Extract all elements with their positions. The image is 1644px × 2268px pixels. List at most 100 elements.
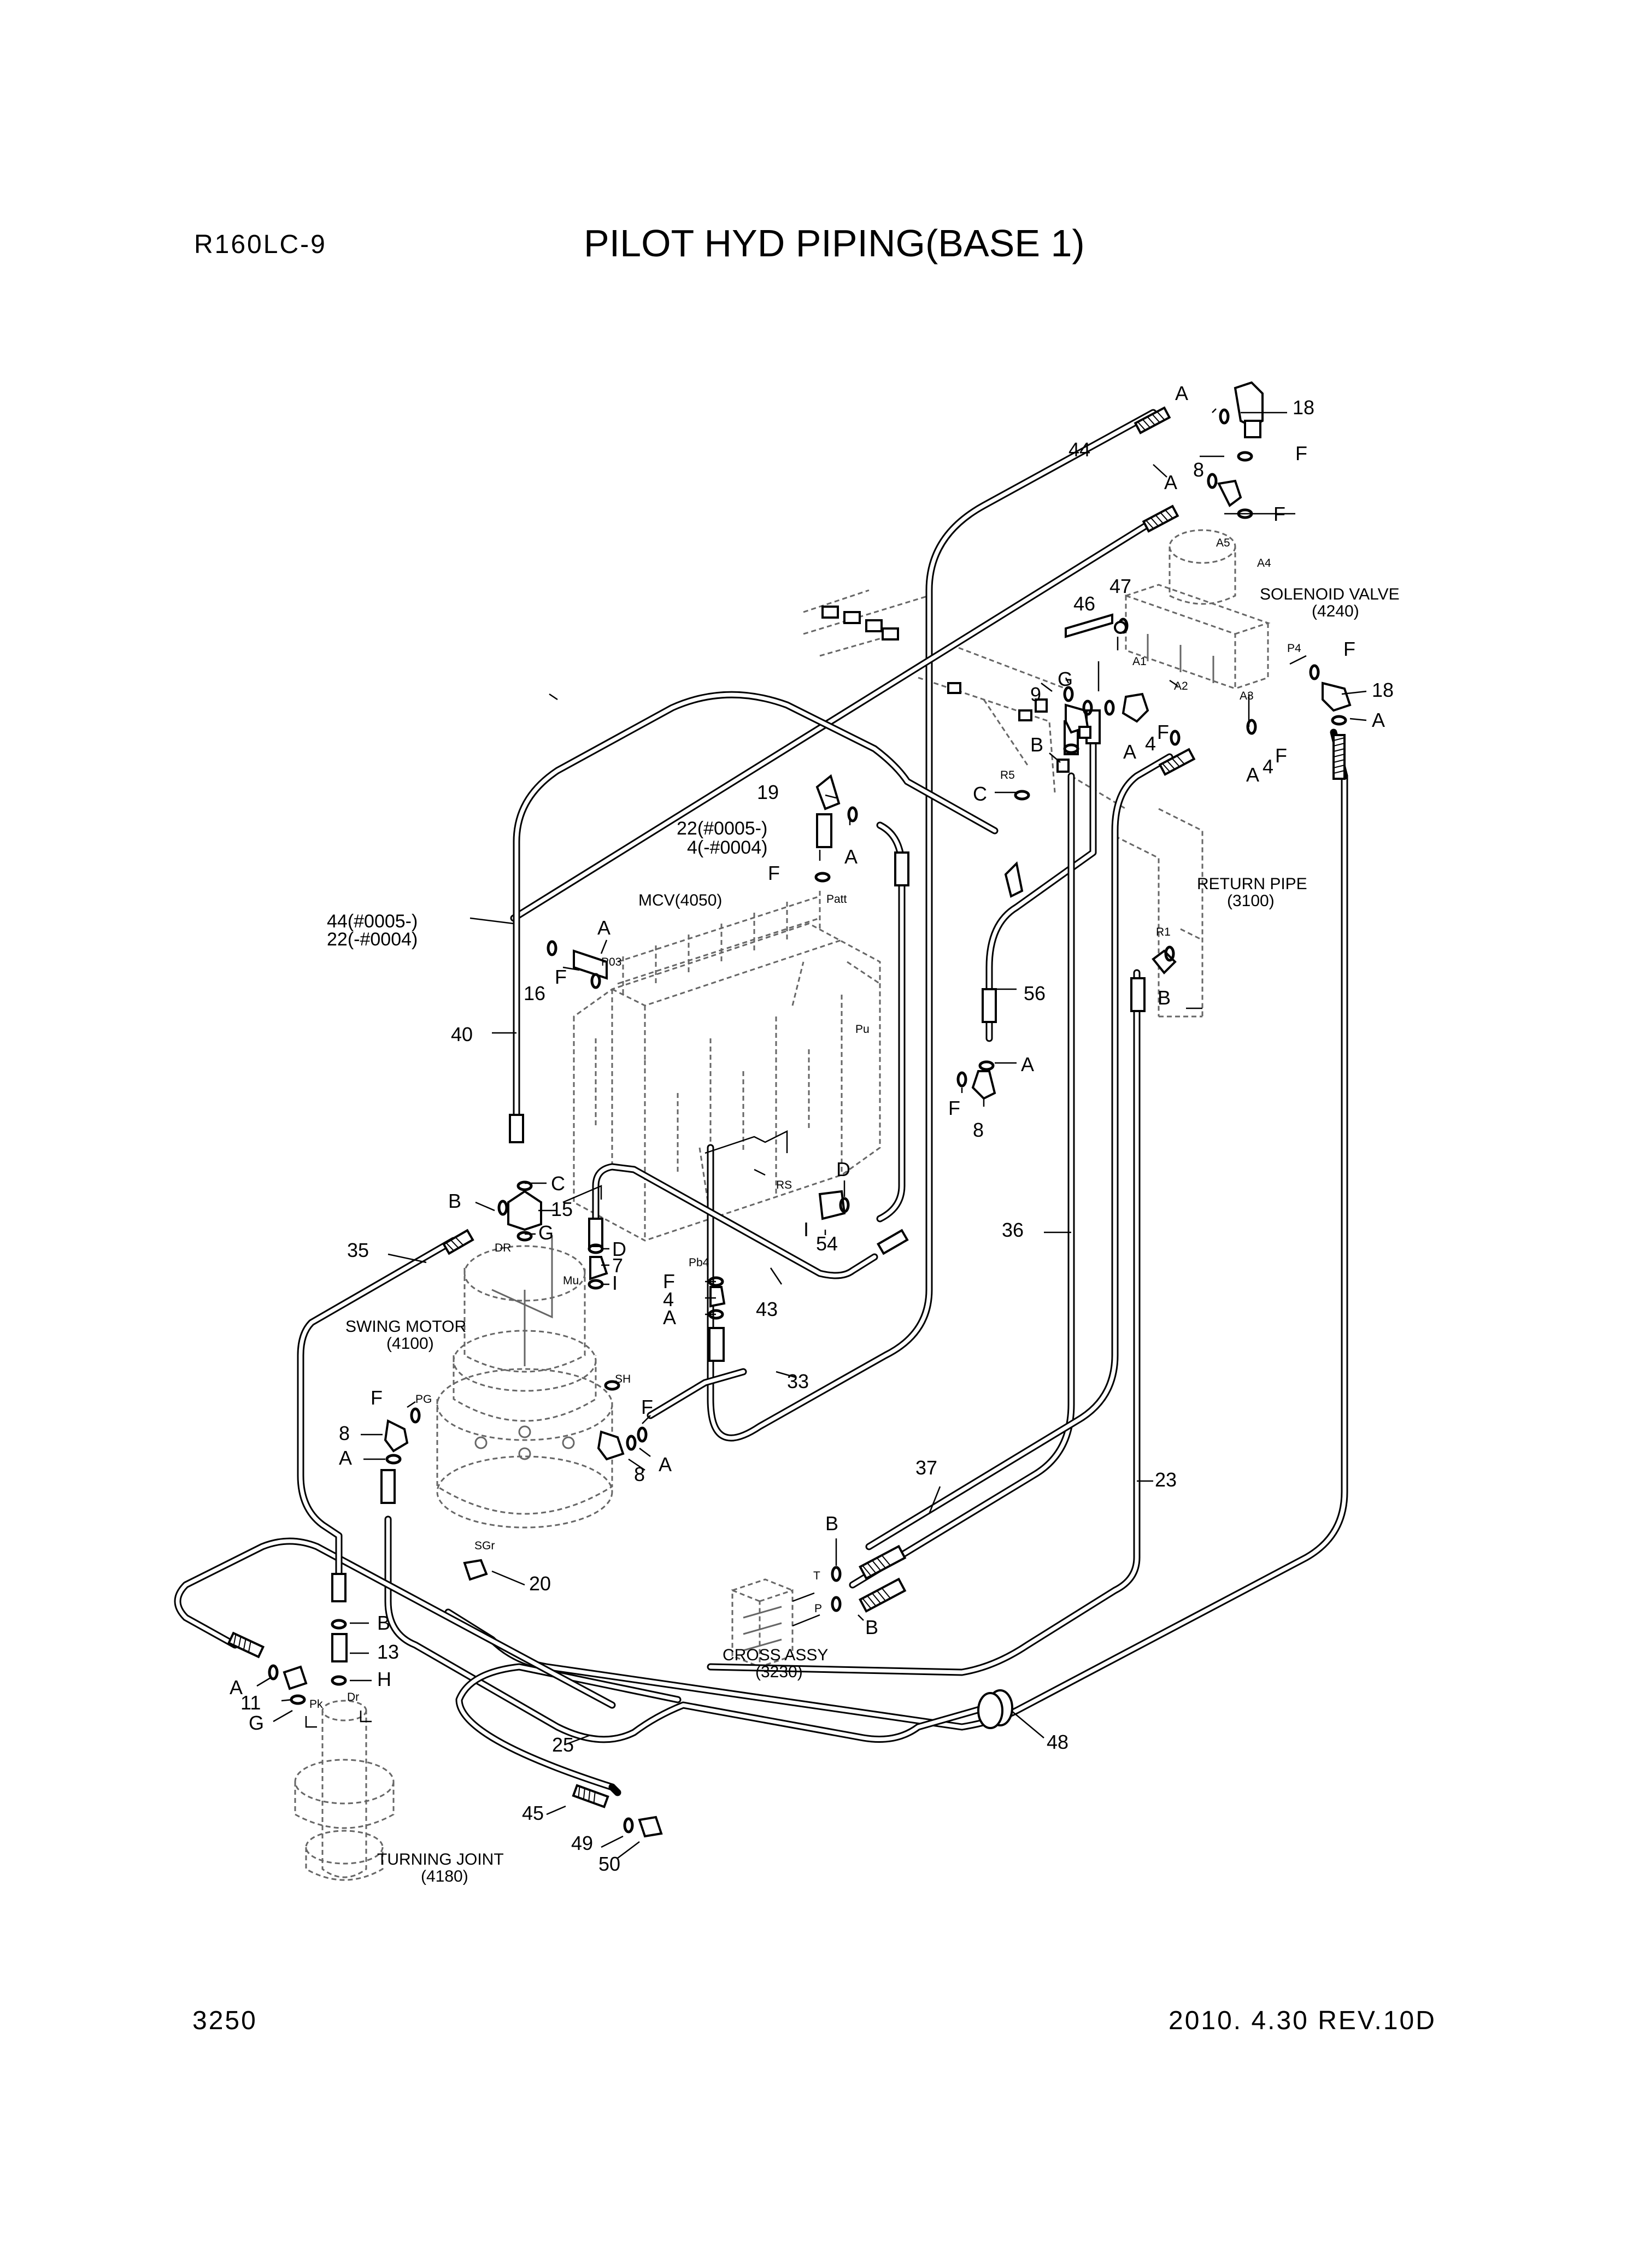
callout: F	[1295, 442, 1307, 465]
mcv-label: MCV(4050)	[638, 891, 722, 909]
callout: B	[1158, 986, 1171, 1009]
component-labels: SOLENOID VALVE (4240) RETURN PIPE (3100)…	[327, 585, 1400, 1885]
drawing-title: PILOT HYD PIPING(BASE 1)	[584, 222, 1085, 265]
callout: A	[844, 845, 858, 868]
callout: 18	[1372, 679, 1394, 701]
callout: 9	[1030, 683, 1041, 706]
callout: 20	[529, 1572, 551, 1595]
callout: A	[597, 916, 610, 939]
swing-motor-body	[436, 1235, 613, 1529]
port-pb4: Pb4	[689, 1256, 709, 1269]
callout: H	[377, 1668, 391, 1690]
callout: A	[339, 1447, 352, 1469]
port-pg: PG	[415, 1393, 432, 1406]
callout: G	[1058, 668, 1073, 690]
port-t: T	[813, 1570, 820, 1582]
turning-joint-body	[294, 1700, 395, 1881]
pipe-35	[297, 1237, 457, 1594]
callout: B	[1030, 733, 1043, 756]
callout: 54	[816, 1232, 838, 1255]
clamp-48	[977, 1689, 1013, 1729]
callout: A	[659, 1453, 672, 1476]
callout: B	[825, 1512, 838, 1535]
solenoid-valve-no: (4240)	[1312, 602, 1359, 620]
cross-assy-no: (3230)	[755, 1663, 803, 1681]
callout: A	[1164, 471, 1177, 493]
pipe-43	[592, 1163, 878, 1279]
callout: 43	[756, 1298, 778, 1320]
callout: F	[768, 862, 780, 884]
callout: C	[551, 1172, 565, 1195]
port-r1: R1	[1156, 926, 1171, 938]
pipe-37	[865, 753, 1173, 1550]
callout: 7	[612, 1254, 623, 1277]
swing-motor-no: (4100)	[386, 1335, 434, 1353]
callout: G	[249, 1712, 264, 1734]
callout: 48	[1047, 1731, 1068, 1753]
callout: 16	[524, 982, 545, 1004]
callout: 49	[571, 1832, 593, 1854]
callout: B	[377, 1612, 390, 1634]
mcv-body	[573, 891, 881, 1242]
callout: 8	[339, 1422, 350, 1444]
callout: A	[230, 1676, 243, 1699]
port-a1: A1	[1132, 655, 1147, 668]
callout: 35	[347, 1239, 369, 1261]
callout: A	[1175, 382, 1188, 404]
cross-assy-body	[731, 1578, 820, 1668]
callout: 47	[1109, 575, 1131, 597]
callout: A	[663, 1306, 676, 1329]
callout-22-5: 22(#0005-)	[677, 818, 767, 839]
callout: 44	[1068, 438, 1090, 461]
port-a4: A4	[1257, 557, 1271, 569]
page-number: 3250	[192, 2006, 257, 2035]
callout: F	[948, 1097, 960, 1119]
pipe-33	[647, 1335, 747, 1419]
port-sh: SH	[615, 1373, 631, 1385]
port-p4: P4	[1287, 642, 1301, 655]
port-dr2: Dr	[347, 1691, 359, 1703]
port-a5: A5	[1216, 537, 1230, 549]
port-dr: DR	[495, 1242, 511, 1254]
pipe-40	[513, 691, 999, 1124]
callout: I	[803, 1218, 809, 1241]
callout: C	[973, 783, 987, 805]
model-number: R160LC-9	[194, 230, 327, 259]
port-pk: Pk	[309, 1698, 323, 1711]
port-p03: P03	[601, 956, 621, 968]
port-sgr: SGr	[474, 1540, 495, 1552]
callout: 36	[1002, 1219, 1024, 1241]
callout: 8	[634, 1463, 645, 1485]
port-patt: Patt	[826, 893, 847, 906]
hose-fittings	[227, 406, 1346, 1808]
callout: A	[1372, 709, 1385, 731]
callout: 23	[1155, 1468, 1177, 1491]
callout: 18	[1293, 396, 1314, 419]
callout: G	[538, 1221, 554, 1244]
leader-lines	[256, 408, 1367, 1859]
port-p: P	[814, 1602, 822, 1615]
callout: 33	[787, 1370, 809, 1392]
callout: 56	[1024, 982, 1046, 1004]
pipe-lower-left-loop	[174, 1537, 616, 1709]
pipe-44-upper	[707, 409, 1157, 1442]
port-r5: R5	[1000, 769, 1015, 782]
callout: F	[1343, 638, 1355, 660]
cross-assy-label: CROSS ASSY	[723, 1646, 828, 1664]
callout: 50	[598, 1853, 620, 1875]
callout: 13	[377, 1641, 399, 1663]
return-pipe-label: RETURN PIPE	[1197, 875, 1307, 893]
port-a3: A3	[1240, 690, 1254, 702]
callout-4-4: 4(-#0004)	[687, 837, 767, 858]
pipe-56	[985, 734, 1097, 1042]
item-callouts: 18 44 A F 8 A F 46 47 F 18 A 9 G B A 4 F…	[230, 382, 1394, 1875]
turning-joint-no: (4180)	[421, 1867, 468, 1885]
callout: D	[836, 1158, 850, 1180]
pipe-25	[384, 1515, 999, 1743]
callout: 45	[522, 1802, 544, 1824]
callout: 4	[1145, 732, 1156, 755]
port-mu: Mu	[563, 1274, 579, 1287]
callout: 19	[757, 781, 779, 803]
callout: 25	[552, 1734, 574, 1756]
